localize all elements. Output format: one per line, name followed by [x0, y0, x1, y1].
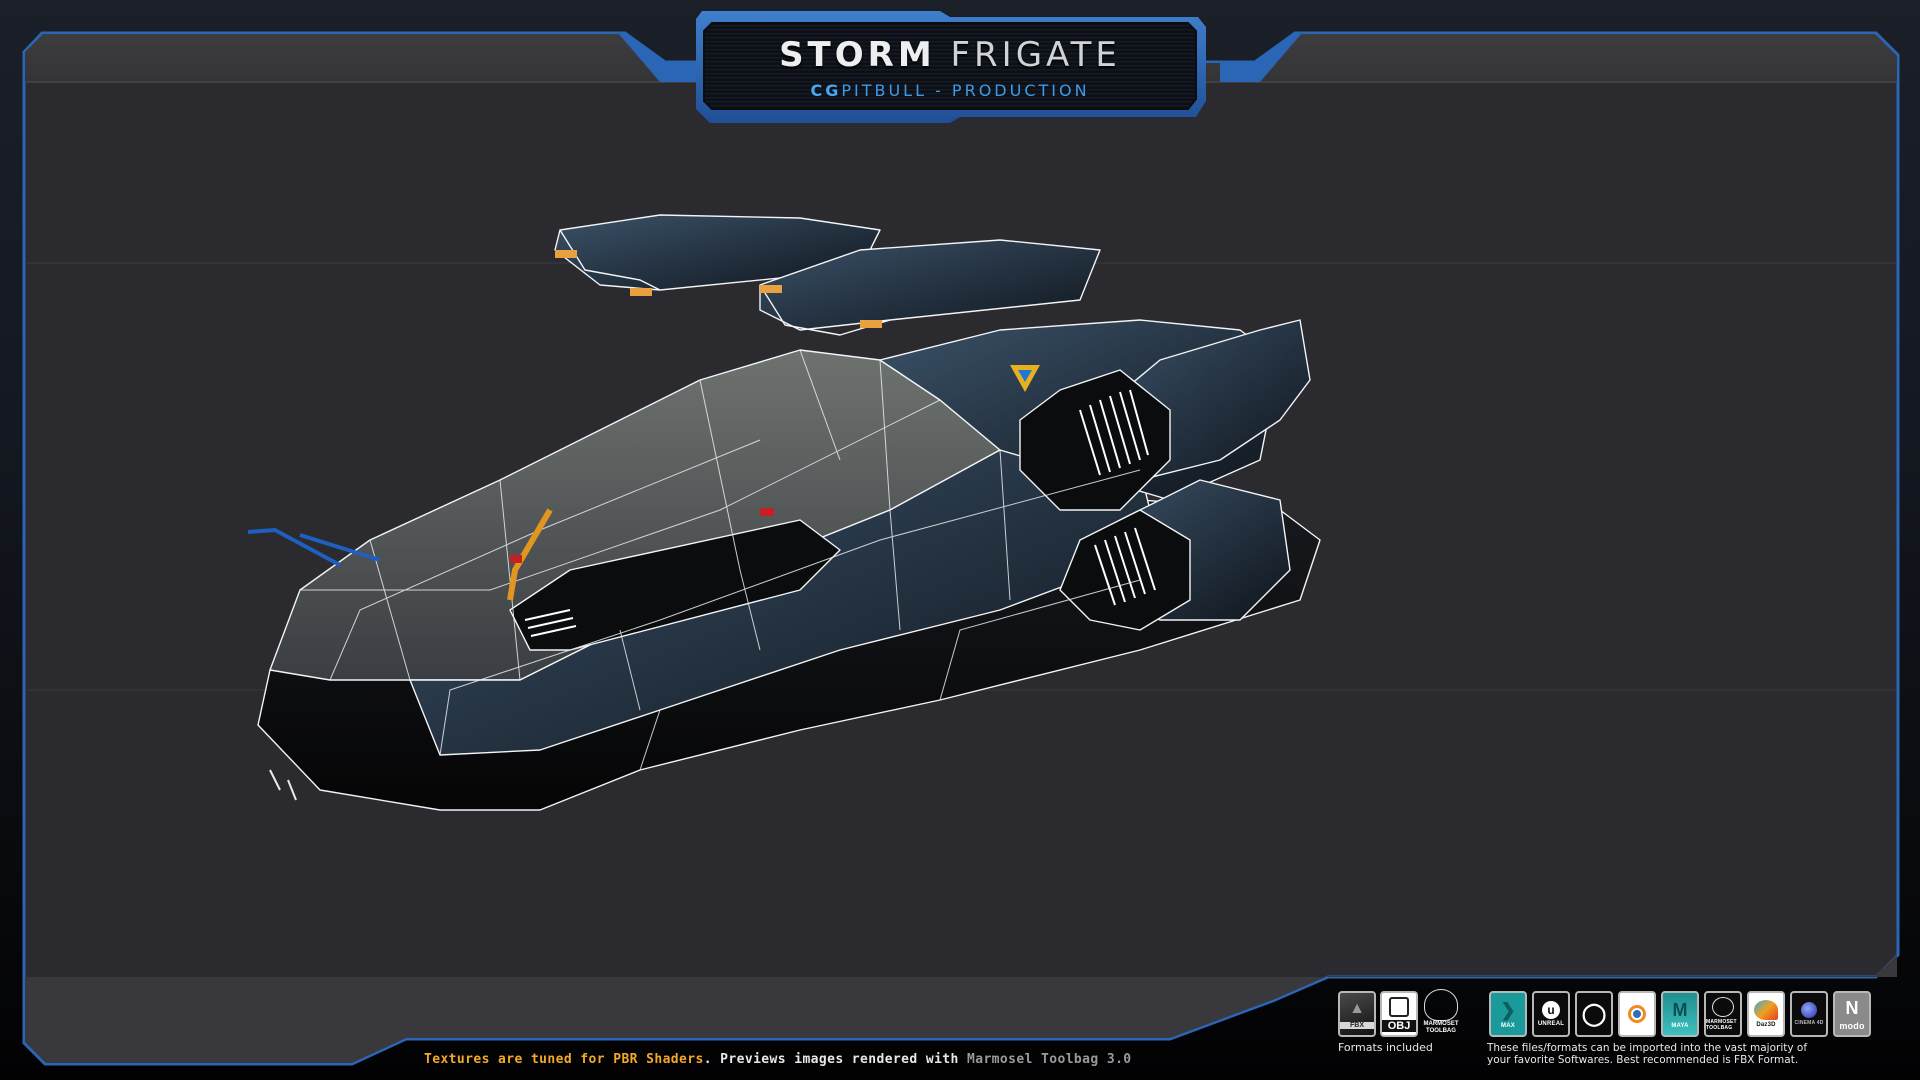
blender-icon — [1618, 991, 1656, 1037]
marmoset-toolbag-icon: MARMOSET TOOLBAG — [1420, 989, 1462, 1039]
software-caption: These files/formats can be imported into… — [1487, 1042, 1808, 1066]
subtitle-rest: PITBULL - PRODUCTION — [841, 81, 1090, 100]
fbx-file-icon: ▲ FBX — [1338, 991, 1376, 1037]
page-subtitle: CGPITBULL - PRODUCTION — [690, 81, 1210, 100]
subtitle-brand: CG — [810, 81, 842, 100]
blue-accent-stripe — [247, 527, 341, 567]
cinema4d-icon: CINEMA 4D — [1790, 991, 1828, 1037]
footer-highlight: Textures are tuned for PBR Shaders — [424, 1052, 704, 1067]
title-plate-frame — [696, 11, 1206, 123]
title-light: FRIGATE — [950, 35, 1121, 75]
daz3d-icon: Daz3D — [1747, 991, 1785, 1037]
footer-tool: Marmosel Toolbag 3.0 — [966, 1052, 1132, 1067]
marmoset-toolbag-icon: MARMOSET TOOLBAG — [1704, 991, 1742, 1037]
title-bold: STORM — [779, 35, 936, 75]
footer-middle: . Previews images rendered with — [703, 1052, 967, 1067]
formats-caption: Formats included — [1338, 1041, 1433, 1054]
3ds-max-icon: ❯MAX — [1489, 991, 1527, 1037]
obj-file-icon: OBJ — [1380, 991, 1418, 1037]
unity-icon: ◯ — [1575, 991, 1613, 1037]
obj-label: OBJ — [1382, 1019, 1416, 1032]
footer-note: Textures are tuned for PBR Shaders. Prev… — [424, 1052, 1132, 1067]
spaceship-render — [247, 214, 1321, 811]
title-plate: STORM FRIGATE CGPITBULL - PRODUCTION — [690, 5, 1210, 125]
orange-accent-stripe — [507, 508, 553, 601]
page-title: STORM FRIGATE — [690, 35, 1210, 75]
fbx-label: FBX — [1340, 1021, 1374, 1029]
